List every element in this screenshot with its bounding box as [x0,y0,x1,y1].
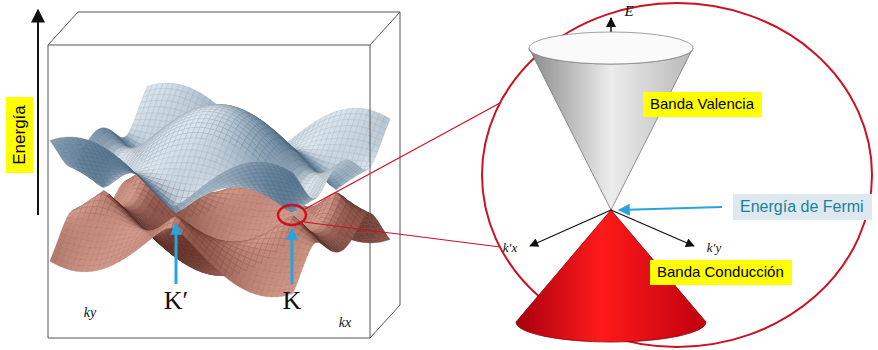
stage: EnergíaBanda ValenciaEnergía de FermiBan… [0,0,878,350]
